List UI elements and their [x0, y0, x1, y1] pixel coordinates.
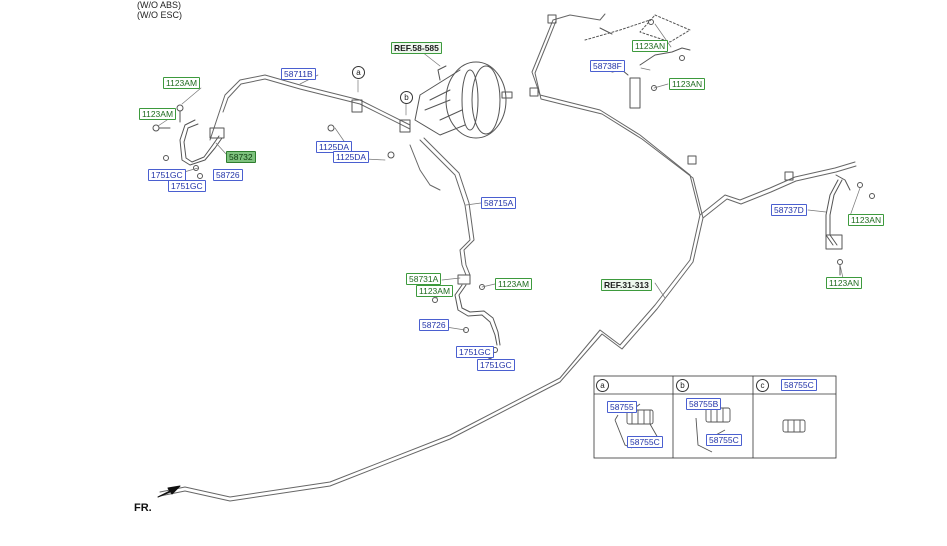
ref-58-585[interactable]: REF.58-585: [391, 42, 442, 54]
part-1123am-d[interactable]: 1123AM: [416, 285, 454, 297]
part-1123am-b[interactable]: 1123AM: [139, 108, 177, 120]
inset-part-58755b[interactable]: 58755B: [686, 398, 722, 410]
front-direction-label: FR.: [134, 502, 152, 514]
inset-box: [593, 375, 837, 459]
part-1123an-d[interactable]: 1123AN: [826, 277, 863, 289]
front-right-line: [409, 137, 475, 276]
rear-upper-bracket: [584, 14, 691, 109]
part-1123an-b[interactable]: 1123AN: [669, 78, 706, 90]
part-58715a[interactable]: 58715A: [481, 197, 517, 209]
part-1123am-c[interactable]: 1123AM: [495, 278, 533, 290]
front-left-line: [209, 74, 411, 141]
brake-booster: [414, 61, 513, 139]
inset-letter-a: a: [596, 379, 609, 392]
header-line-2: (W/O ESC): [137, 10, 182, 20]
part-1751gc-d[interactable]: 1751GC: [477, 359, 515, 371]
callout-b: b: [400, 91, 413, 104]
leader-lines: [157, 23, 861, 353]
main-brake-line: [159, 13, 857, 502]
part-1123am-a[interactable]: 1123AM: [163, 77, 201, 89]
part-1123an-c[interactable]: 1123AN: [848, 214, 885, 226]
part-58737d[interactable]: 58737D: [771, 204, 807, 216]
callout-a: a: [352, 66, 365, 79]
inset-part-58755c-b[interactable]: 58755C: [706, 434, 742, 446]
rear-right-hose: [825, 174, 875, 276]
part-58726-a[interactable]: 58726: [213, 169, 243, 181]
part-1751gc-b[interactable]: 1751GC: [168, 180, 206, 192]
part-58711b[interactable]: 58711B: [281, 68, 316, 80]
part-1125da-b[interactable]: 1125DA: [333, 151, 370, 163]
part-58738f[interactable]: 58738F: [590, 60, 625, 72]
ref-31-313[interactable]: REF.31-313: [601, 279, 652, 291]
inset-part-58755c-a[interactable]: 58755C: [627, 436, 663, 448]
line-clips: [327, 14, 794, 181]
header-line-1: (W/O ABS): [137, 0, 182, 10]
part-1751gc-c[interactable]: 1751GC: [456, 346, 494, 358]
part-58726-b[interactable]: 58726: [419, 319, 449, 331]
part-1751gc-a[interactable]: 1751GC: [148, 169, 186, 181]
inset-part-58755[interactable]: 58755: [607, 401, 637, 413]
inset-letter-b: b: [676, 379, 689, 392]
part-58732[interactable]: 58732: [226, 151, 256, 163]
inset-letter-c: c: [756, 379, 769, 392]
left-front-hose: [152, 104, 225, 179]
part-1123an-a[interactable]: 1123AN: [632, 40, 669, 52]
front-arrow-shape: [157, 485, 181, 498]
inset-part-58755c-c[interactable]: 58755C: [781, 379, 817, 391]
part-58731a[interactable]: 58731A: [406, 273, 442, 285]
